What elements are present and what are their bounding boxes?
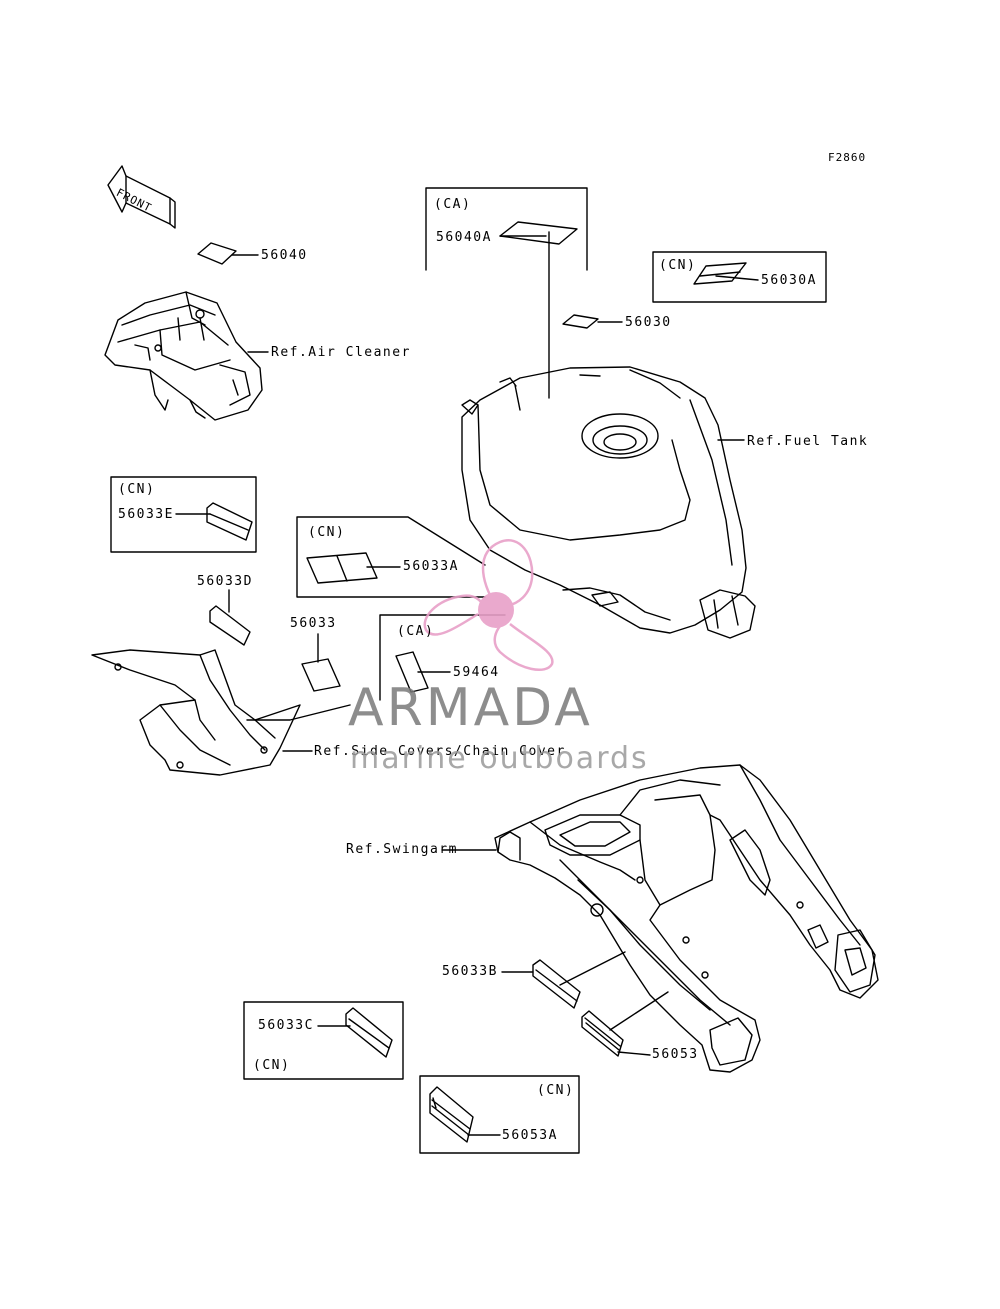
watermark-title: ARMADA (348, 678, 593, 738)
part-number-59464: 59464 (453, 665, 500, 680)
region-label-ca-59464: (CA) (397, 624, 435, 639)
cn-box-56033c (243, 1001, 404, 1080)
decal-56040-icon (197, 242, 237, 265)
ca-box-56040a (425, 187, 588, 271)
decal-56030-icon (562, 314, 599, 329)
ref-swingarm[interactable]: Ref.Swingarm (346, 842, 458, 857)
swingarm (494, 764, 879, 1073)
region-label-ca-56040a: (CA) (434, 197, 472, 212)
region-label-cn-56030a: (CN) (659, 258, 697, 273)
region-label-cn-56053a: (CN) (537, 1083, 575, 1098)
fuel-tank (461, 366, 756, 639)
part-number-56040: 56040 (261, 248, 308, 263)
part-number-56053: 56053 (652, 1047, 699, 1062)
part-number-56033d: 56033D (197, 574, 253, 589)
decal-56030a-icon (693, 262, 747, 285)
region-label-cn-56033c: (CN) (253, 1058, 291, 1073)
cn-box-56030a (652, 251, 827, 303)
part-number-56033c: 56033C (258, 1018, 314, 1033)
ref-fuel-tank[interactable]: Ref.Fuel Tank (747, 434, 869, 449)
decal-56033b-icon (532, 959, 581, 1009)
ref-air-cleaner[interactable]: Ref.Air Cleaner (271, 345, 411, 360)
cn-box-56033a (296, 516, 486, 598)
side-cover (91, 649, 351, 776)
ref-side-covers[interactable]: Ref.Side Covers/Chain Cover (314, 744, 566, 759)
front-arrow-icon (107, 165, 176, 229)
part-number-56033a: 56033A (403, 559, 459, 574)
air-cleaner-housing (104, 291, 263, 421)
cn-box-56033e (110, 476, 257, 553)
decal-56033c-icon (345, 1007, 393, 1058)
leader-lines (175, 231, 759, 1136)
part-number-56033: 56033 (290, 616, 337, 631)
part-number-56040a: 56040A (436, 230, 492, 245)
region-label-cn-56033e: (CN) (118, 482, 156, 497)
decal-56040a-icon (499, 221, 578, 245)
part-number-56033b: 56033B (442, 964, 498, 979)
decal-59464-icon (395, 651, 429, 693)
ca-box-59464 (379, 614, 506, 701)
part-number-56030a: 56030A (761, 273, 817, 288)
figure-code: F2860 (828, 151, 867, 164)
watermark-subtitle: marine outboards (350, 741, 649, 776)
armada-propeller-logo-icon (423, 539, 554, 672)
part-number-56033e: 56033E (118, 507, 174, 522)
decal-56033-icon (301, 658, 341, 692)
part-number-56030: 56030 (625, 315, 672, 330)
decal-56033e-icon (206, 502, 253, 541)
cn-box-56053a (419, 1075, 580, 1154)
part-number-56053a: 56053A (502, 1128, 558, 1143)
decal-56033a-icon (306, 552, 378, 584)
region-label-cn-56033a: (CN) (308, 525, 346, 540)
decal-56053a-icon (429, 1086, 474, 1143)
decal-56033d-icon (209, 605, 251, 646)
decal-56053-icon (581, 1010, 624, 1057)
